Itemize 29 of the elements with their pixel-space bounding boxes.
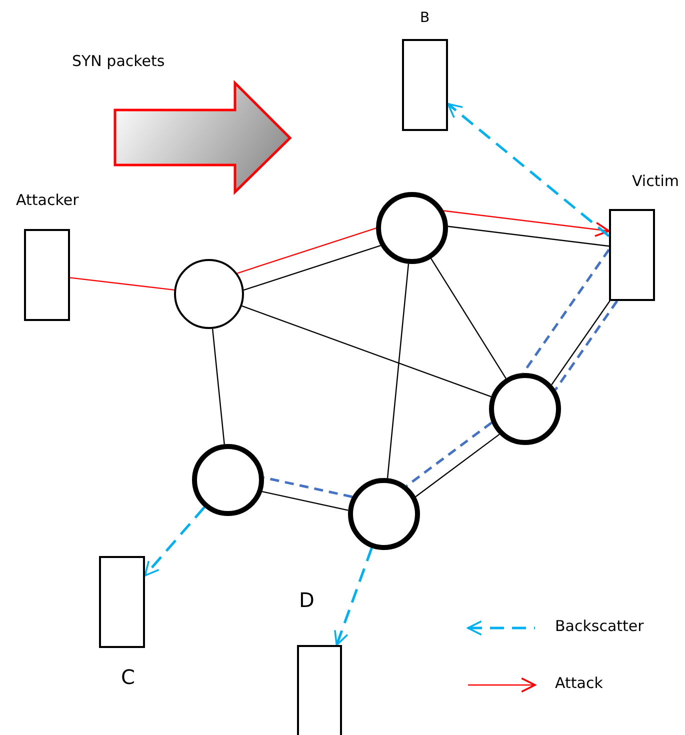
legend-label: Attack	[555, 676, 603, 691]
connector-line	[244, 245, 381, 291]
connector-line	[237, 228, 376, 274]
connector-line	[70, 277, 174, 291]
arrow	[334, 547, 373, 646]
connector-line	[551, 300, 610, 386]
connector-line	[406, 422, 492, 487]
annotation-text: SYN packets	[72, 54, 165, 69]
arrow	[144, 506, 206, 576]
router-circle	[489, 373, 561, 445]
connector-line	[386, 264, 410, 478]
node-label: Victim	[632, 174, 680, 189]
node-label: D	[299, 590, 314, 610]
connector-line	[262, 490, 348, 511]
node-label: Attacker	[16, 193, 79, 208]
connector-line	[242, 305, 492, 398]
connector-line	[522, 248, 610, 374]
connector-line	[415, 434, 500, 498]
arrow	[444, 210, 610, 237]
connector-line	[554, 300, 618, 390]
router-circle	[348, 478, 420, 550]
node-label: C	[121, 667, 135, 687]
connector-line	[430, 258, 506, 379]
node-label: B	[420, 11, 430, 25]
connector-line	[448, 226, 610, 247]
connector-line	[212, 328, 225, 444]
connector-line	[264, 476, 353, 498]
arrow	[447, 102, 610, 238]
legend-label: Backscatter	[555, 619, 644, 634]
